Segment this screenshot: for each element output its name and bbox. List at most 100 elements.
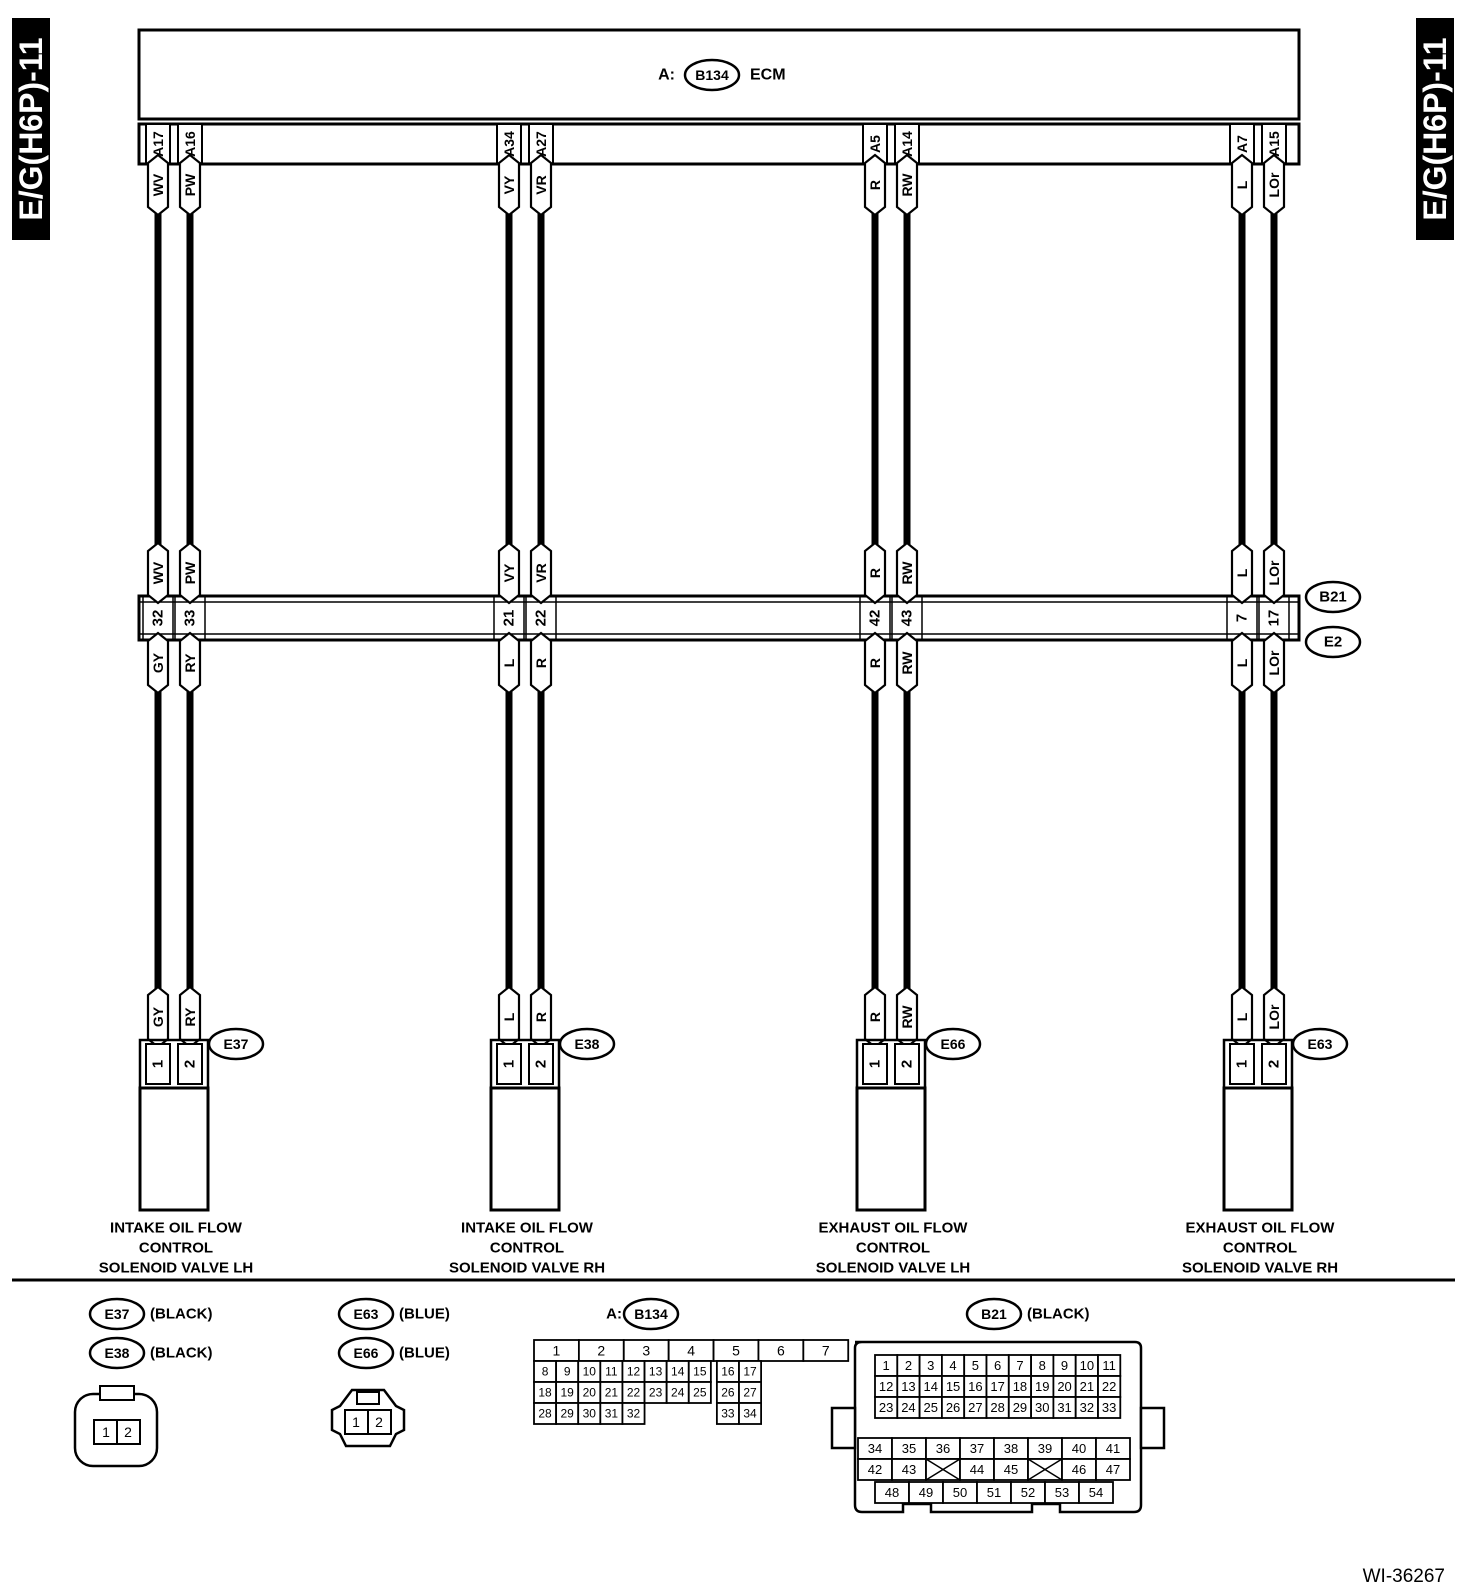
b21-pin-11: 11 — [1097, 1354, 1122, 1377]
b21-pin-21-text: 21 — [1080, 1379, 1094, 1394]
wire-color-lower-junction-text: L — [501, 658, 517, 667]
wire-color-top-text: RW — [899, 173, 915, 197]
b134-pin-12: 12 — [621, 1360, 646, 1383]
b21-pin-42: 42 — [857, 1458, 893, 1481]
wire-color-top-text: VR — [533, 175, 549, 194]
ecm-connector-prefix: A: — [658, 67, 675, 84]
valve-pin-text: 1 — [501, 1060, 518, 1068]
b21-pin-3: 3 — [918, 1354, 943, 1377]
b134-pin-6-text: 6 — [777, 1343, 785, 1359]
legend-e66-code: E66 — [354, 1345, 379, 1361]
valve-label-line-2: CONTROL — [490, 1240, 564, 1257]
wire-color-bottom-text: RY — [182, 1007, 198, 1027]
valve-label-line-1: INTAKE OIL FLOW — [110, 1220, 243, 1237]
wire-color-lower-junction: RW — [895, 631, 919, 695]
wire-color-bottom-text: LOr — [1266, 1004, 1282, 1029]
junction-pin-33: 33 — [182, 610, 199, 627]
b21-pin-43-text: 43 — [902, 1462, 916, 1477]
b134-pin-7-text: 7 — [822, 1343, 830, 1359]
wire-color-upper-junction: WV — [146, 541, 170, 605]
b134-pin-26: 26 — [715, 1381, 740, 1404]
wire-color-lower-junction-text: R — [533, 658, 549, 668]
b21-pin-26-text: 26 — [946, 1400, 960, 1415]
legend-e37-color: (BLACK) — [150, 1306, 212, 1323]
b21-pin-17: 17 — [985, 1375, 1010, 1398]
junction-pin-7: 7 — [1234, 614, 1251, 622]
wire-color-top: PW — [178, 153, 202, 217]
junction-upper-code: B21 — [1319, 589, 1347, 606]
b21-pin-26: 26 — [941, 1396, 966, 1419]
junction-pin-22: 22 — [533, 610, 550, 627]
b21-pin-36-text: 36 — [936, 1441, 950, 1456]
b21-pin-10: 10 — [1074, 1354, 1099, 1377]
b21-pin-48: 48 — [874, 1481, 910, 1504]
b134-pin-8: 8 — [533, 1360, 558, 1383]
b21-pin-5-text: 5 — [972, 1358, 979, 1373]
wire-color-bottom: L — [1230, 985, 1254, 1049]
b134-pin-19: 19 — [555, 1381, 580, 1404]
b21-pin-2: 2 — [896, 1354, 921, 1377]
b134-pin-4-text: 4 — [687, 1343, 695, 1359]
wire-color-top: R — [863, 153, 887, 217]
b134-pin-3-text: 3 — [642, 1343, 650, 1359]
b134-pin-9: 9 — [555, 1360, 580, 1383]
valve-label-line-1: EXHAUST OIL FLOW — [1186, 1220, 1336, 1237]
wire-color-top-text: VY — [501, 175, 517, 194]
valve-label-line-3: SOLENOID VALVE LH — [816, 1260, 970, 1277]
wire-color-lower-junction-text: GY — [150, 652, 166, 673]
side-tab-right: E/G(H6P)-11 — [1416, 18, 1454, 240]
b21-pin-32: 32 — [1074, 1396, 1099, 1419]
b21-pin-21: 21 — [1074, 1375, 1099, 1398]
valve-pin-1: 1 — [145, 1043, 171, 1085]
valve-label-line-1: EXHAUST OIL FLOW — [819, 1220, 969, 1237]
valve-label-line-2: CONTROL — [139, 1240, 213, 1257]
b21-pin-19: 19 — [1030, 1375, 1055, 1398]
b134-pin-29: 29 — [555, 1402, 580, 1425]
legend-e63-color: (BLUE) — [399, 1306, 450, 1323]
b134-pin-25: 25 — [687, 1381, 712, 1404]
b134-pin-20-text: 20 — [583, 1386, 597, 1400]
junction-pin-42: 42 — [867, 610, 884, 627]
ecm-pin-a5-text: A5 — [867, 135, 883, 153]
b21-pin-16-text: 16 — [968, 1379, 982, 1394]
b21-pin-32-text: 32 — [1080, 1400, 1094, 1415]
legend-b134-prefix: A: — [606, 1306, 622, 1323]
wire-color-upper-junction-text: RW — [899, 561, 915, 585]
ecm-connector-code: B134 — [695, 67, 729, 83]
b21-pin-37: 37 — [959, 1437, 995, 1460]
b21-pin-54: 54 — [1078, 1481, 1114, 1504]
b21-pin-3-text: 3 — [927, 1358, 934, 1373]
wire-color-lower-junction: R — [863, 631, 887, 695]
legend-e66-color: (BLUE) — [399, 1345, 450, 1362]
legend-e38-code: E38 — [105, 1345, 130, 1361]
b21-pin-34: 34 — [857, 1437, 893, 1460]
b21-pin-12-text: 12 — [879, 1379, 893, 1394]
b134-pin-22: 22 — [621, 1381, 646, 1404]
valve-label-line-3: SOLENOID VALVE RH — [449, 1260, 605, 1277]
wire-color-bottom-text: RW — [899, 1005, 915, 1029]
b134-pin-33: 33 — [715, 1402, 740, 1425]
b21-pin-53-text: 53 — [1055, 1485, 1069, 1500]
wire-color-lower-junction-text: R — [867, 658, 883, 668]
legend-b134-code: B134 — [634, 1306, 668, 1322]
b134-pin-21: 21 — [599, 1381, 624, 1404]
b21-pin-27-text: 27 — [968, 1400, 982, 1415]
b134-pin-17-text: 17 — [743, 1365, 757, 1379]
legend-e63-code: E63 — [354, 1306, 379, 1322]
b21-pin-47: 47 — [1095, 1458, 1131, 1481]
b21-pin-30-text: 30 — [1035, 1400, 1049, 1415]
legend-e37-code: E37 — [105, 1306, 130, 1322]
wire-color-upper-junction: LOr — [1262, 541, 1286, 605]
b21-pin-29: 29 — [1007, 1396, 1032, 1419]
b134-pin-24: 24 — [665, 1381, 690, 1404]
b21-pin-47-text: 47 — [1106, 1462, 1120, 1477]
wire-color-top: RW — [895, 153, 919, 217]
b21-pin-52-text: 52 — [1021, 1485, 1035, 1500]
